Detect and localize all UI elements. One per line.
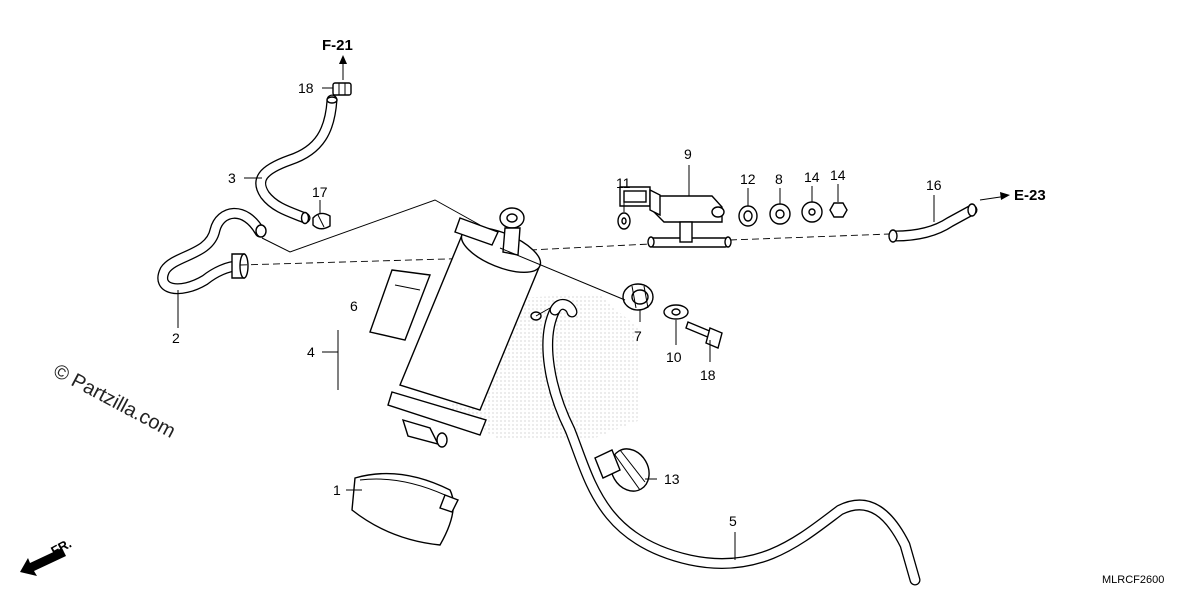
callout-9[interactable]: 9 — [684, 146, 692, 162]
callout-15[interactable]: 14 — [804, 169, 820, 185]
part-18-bolt[interactable] — [685, 321, 723, 349]
callout-14[interactable]: 14 — [830, 167, 846, 183]
front-arrow-icon: FR. — [20, 536, 74, 576]
part-10-collar[interactable] — [663, 304, 689, 320]
callout-3[interactable]: 3 — [228, 170, 236, 186]
part-13-clamp[interactable] — [594, 442, 657, 498]
callout-5[interactable]: 5 — [729, 513, 737, 529]
callout-2[interactable]: 2 — [172, 330, 180, 346]
part-16-hose[interactable] — [888, 203, 978, 243]
callout-1[interactable]: 1 — [333, 482, 341, 498]
part-1-band[interactable] — [351, 472, 459, 546]
callout-12[interactable]: 12 — [740, 171, 756, 187]
callout-13[interactable]: 13 — [664, 471, 680, 487]
reference-f21[interactable]: F-21 — [322, 37, 353, 80]
callout-17-lower[interactable]: 17 — [312, 184, 328, 200]
callout-7[interactable]: 7 — [634, 328, 642, 344]
callout-17-upper[interactable]: 18 — [298, 80, 314, 96]
diagram-code: MLRCF2600 — [1102, 574, 1164, 586]
reference-e23[interactable]: E-23 — [979, 187, 1046, 204]
part-6-plate[interactable] — [369, 269, 431, 341]
callout-16[interactable]: 16 — [926, 177, 942, 193]
callout-10[interactable]: 10 — [666, 349, 682, 365]
callout-4[interactable]: 4 — [307, 344, 315, 360]
callout-11[interactable]: 11 — [616, 175, 631, 191]
callout-18[interactable]: 18 — [700, 367, 716, 383]
leader-hose-to-canister — [261, 199, 481, 253]
part-3-hose[interactable] — [255, 94, 338, 225]
part-5-hose[interactable] — [530, 298, 921, 586]
part-2-hose[interactable] — [157, 207, 267, 295]
watermark: © Partzilla.com — [50, 360, 179, 443]
part-4-canister[interactable] — [387, 207, 546, 448]
part-8-ring[interactable] — [769, 203, 791, 225]
leader-lines — [177, 87, 935, 560]
part-15-washer[interactable] — [801, 201, 823, 223]
callouts: 18 3 17 2 6 4 1 5 7 10 18 13 9 11 12 8 1… — [172, 80, 942, 529]
part-12-grommet[interactable] — [738, 205, 758, 227]
part-17-clip-upper[interactable] — [332, 82, 352, 96]
leader-canister-to-7 — [499, 247, 626, 301]
callout-8[interactable]: 8 — [775, 171, 783, 187]
reference-f21-label: F-21 — [322, 37, 353, 54]
part-14-nut[interactable] — [829, 202, 848, 218]
part-17-clip-lower[interactable] — [312, 212, 331, 230]
reference-e23-label: E-23 — [1014, 187, 1046, 204]
callout-6[interactable]: 6 — [350, 298, 358, 314]
centerline-main — [239, 233, 891, 266]
part-11-washer[interactable] — [617, 212, 631, 230]
part-7-grommet[interactable] — [622, 283, 654, 311]
part-9-purge-valve[interactable] — [619, 186, 732, 248]
